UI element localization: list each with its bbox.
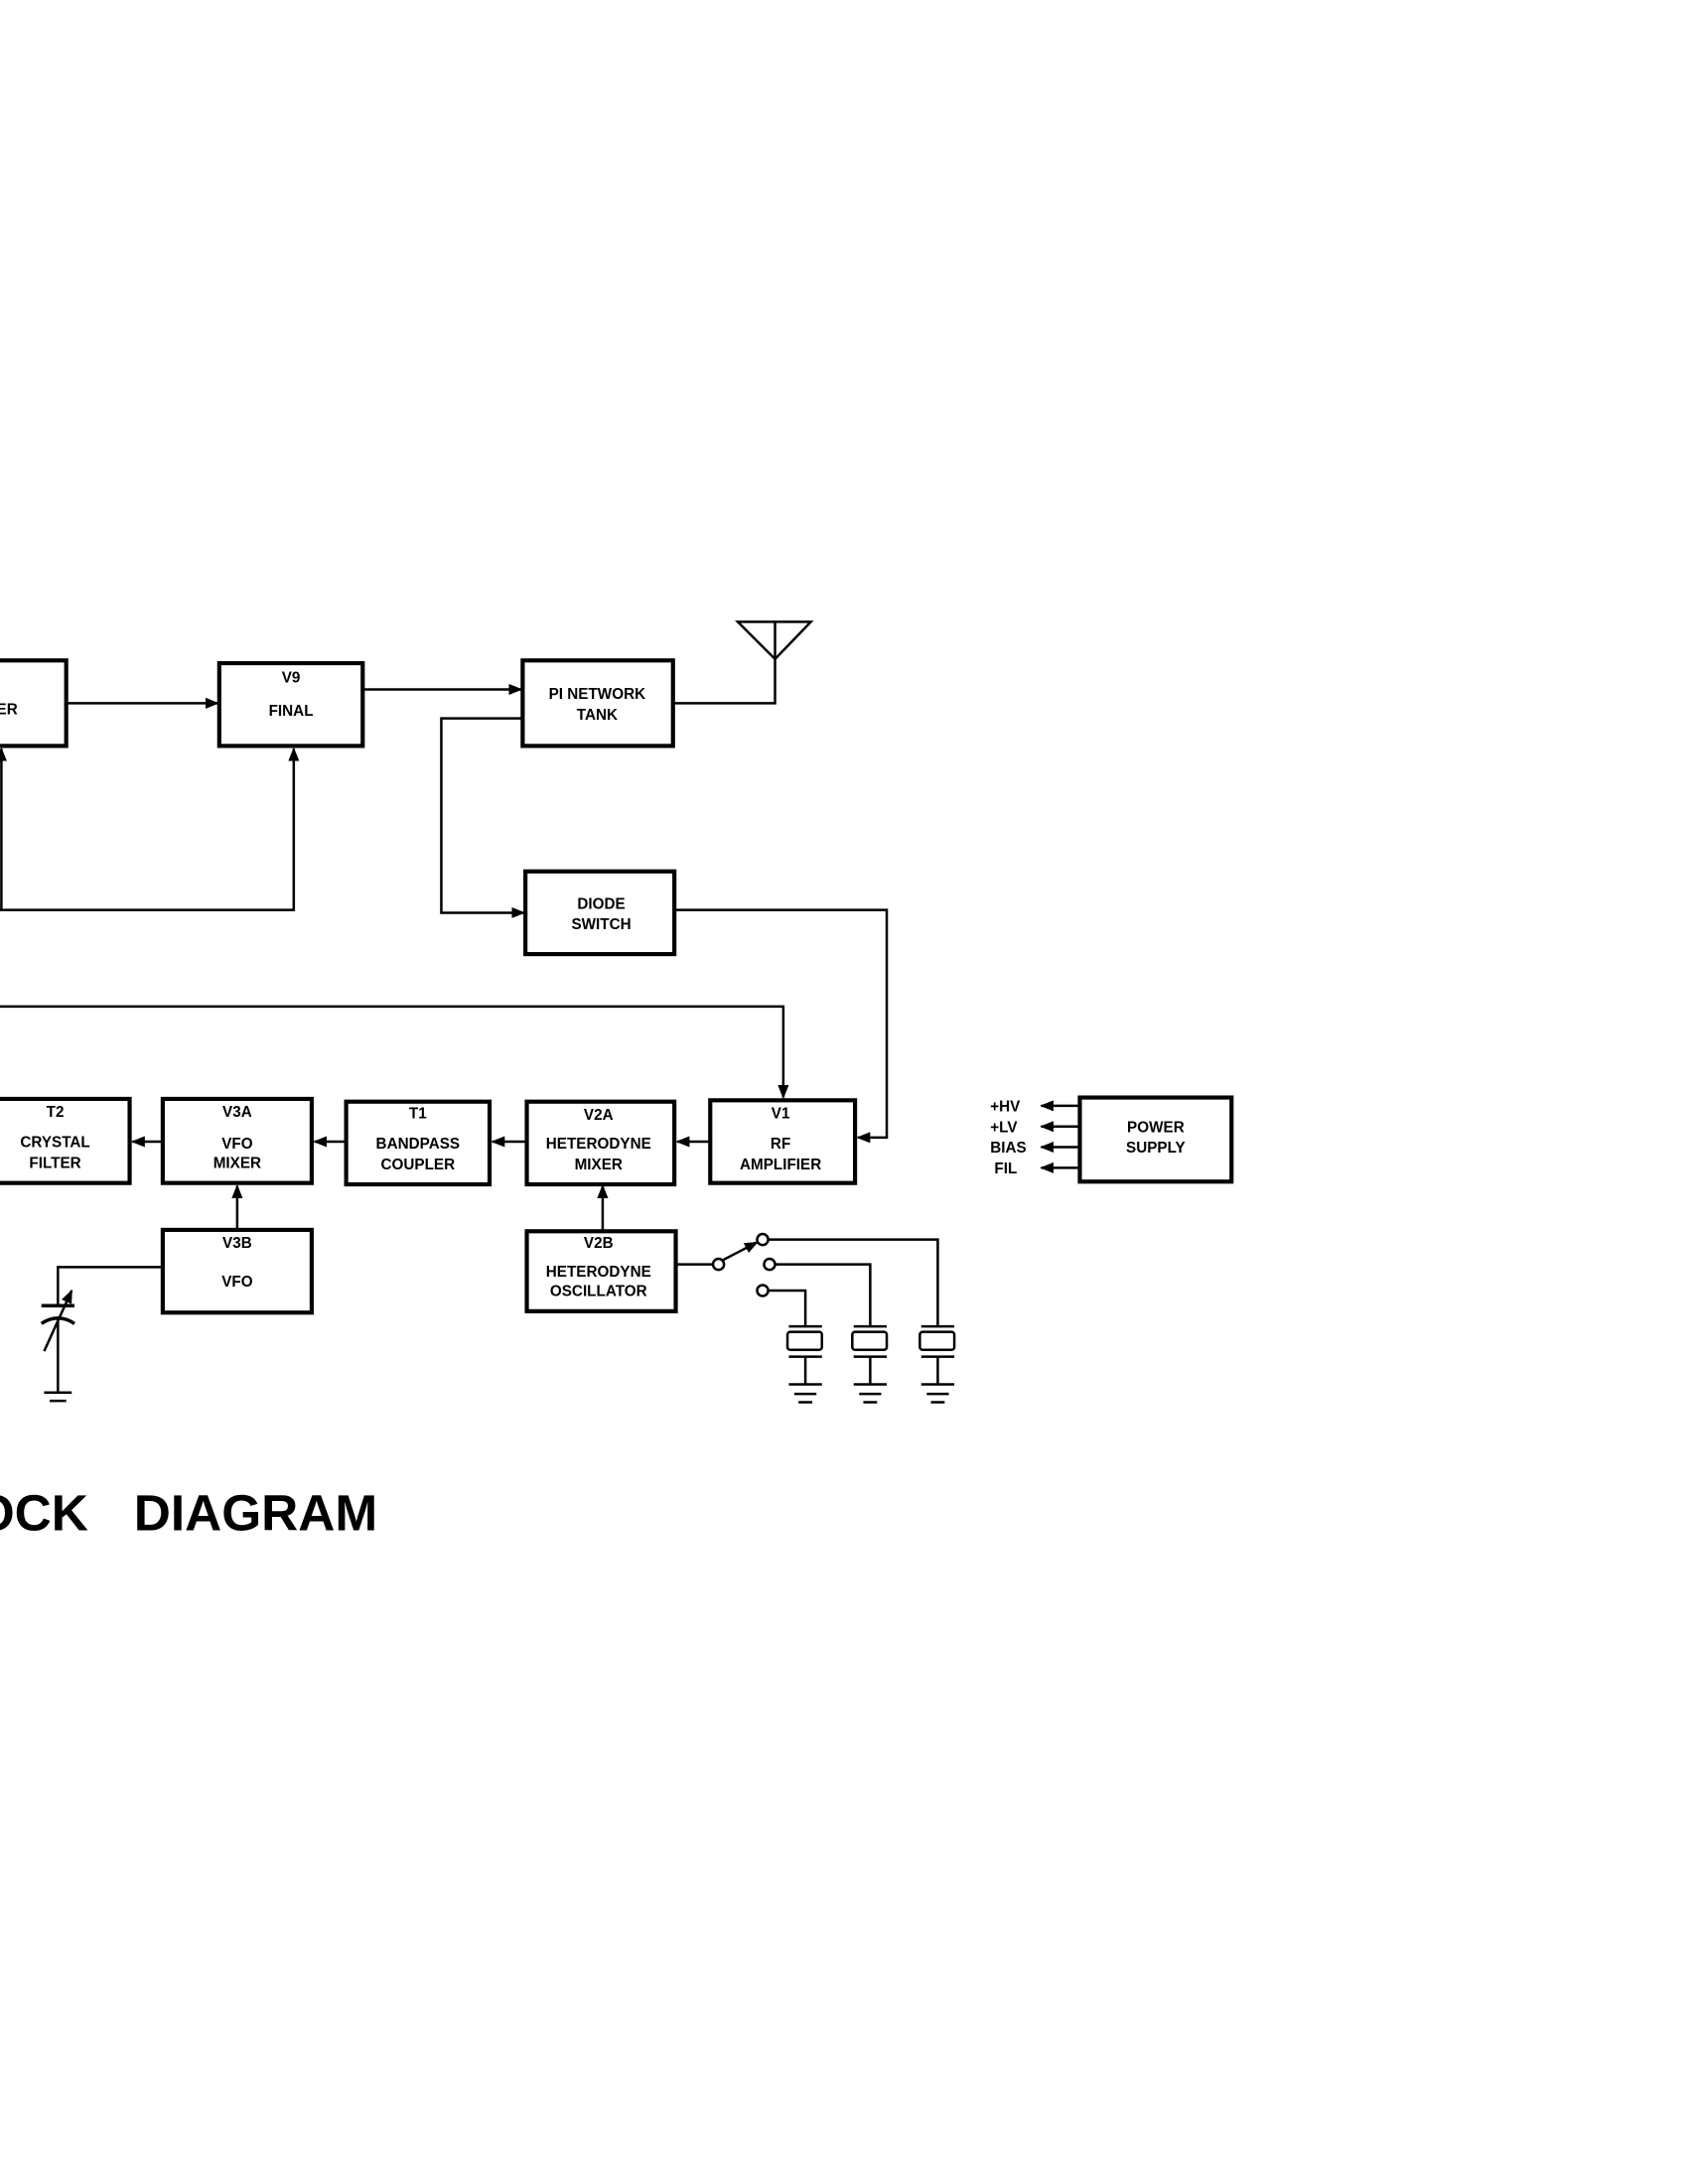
block-label: CRYSTAL [20, 1135, 89, 1152]
block-id: V2B [584, 1235, 614, 1252]
block-vfo: V3B VFO [160, 1227, 314, 1315]
block-id: T1 [409, 1105, 427, 1122]
block-label: HETERODYNE [546, 1136, 651, 1153]
crystal-2-icon [851, 1324, 889, 1404]
crystal-3-icon [918, 1324, 956, 1404]
block-label: AMPLIFIER [740, 1157, 821, 1173]
block-vfo-mixer: V3A VFO MIXER [160, 1096, 314, 1185]
block-bandpass-coupler: T1 BANDPASS COUPLER [344, 1099, 492, 1187]
title-word-2: DIAGRAM [134, 1484, 377, 1542]
crystal-1-icon [785, 1324, 824, 1404]
block-label: COUPLER [381, 1157, 456, 1173]
block-id: V3A [222, 1104, 252, 1121]
block-crystal-filter: T2 CRYSTAL FILTER [0, 1096, 132, 1185]
block-label: FINAL [269, 703, 314, 720]
block-id: V9 [282, 670, 301, 687]
block-label: DIODE [577, 895, 625, 912]
block-id: T2 [47, 1104, 65, 1121]
block-label: TANK [577, 707, 618, 724]
antenna-icon [672, 620, 814, 705]
block-driver: V8 DRIVER [0, 658, 69, 749]
block-label: VFO [221, 1136, 253, 1153]
block-label: MIXER [213, 1155, 261, 1171]
ground-icon [44, 1391, 72, 1403]
block-label: OSCILLATOR [550, 1284, 647, 1300]
block-id: V2A [584, 1107, 614, 1124]
block-label: SUPPLY [1126, 1140, 1186, 1157]
block-diode-switch: DIODE SWITCH [523, 869, 677, 957]
block-label: PI NETWORK [549, 686, 646, 703]
pi-to-diode-line [440, 717, 526, 918]
title-word-1: BLOCK [0, 1484, 88, 1542]
block-id: V1 [772, 1105, 790, 1122]
crystal-selector-switch [675, 1232, 939, 1327]
block-rf-amplifier: V1 RF AMPLIFIER [708, 1098, 858, 1185]
block-power-supply: POWER SUPPLY +HV +LV BIAS FIL [990, 1095, 1234, 1184]
block-label: POWER [1127, 1119, 1185, 1136]
block-final: V9 FINAL [216, 660, 365, 749]
block-heterodyne-mixer: V2A HETERODYNE MIXER [524, 1099, 677, 1187]
block-label: SWITCH [571, 916, 631, 933]
block-label: DRIVER [0, 701, 18, 718]
block-label: FILTER [29, 1155, 80, 1171]
output-fil-label: FIL [994, 1160, 1017, 1177]
output-lv-label: +LV [990, 1119, 1018, 1136]
bias-to-final-line [0, 747, 300, 911]
output-bias-label: BIAS [990, 1140, 1026, 1157]
block-label: HETERODYNE [546, 1264, 651, 1281]
block-label: RF [771, 1136, 790, 1153]
block-id: V3B [222, 1235, 252, 1252]
diode-to-rf-line [674, 908, 889, 1144]
signal-lines [0, 683, 889, 1232]
block-label: VFO [221, 1274, 253, 1291]
block-label: MIXER [575, 1157, 623, 1173]
block-pi-network-tank: PI NETWORK TANK [520, 658, 675, 749]
variable-capacitor-icon [40, 1266, 163, 1393]
block-heterodyne-oscillator: V2B HETERODYNE OSCILLATOR [524, 1229, 678, 1313]
block-label: BANDPASS [376, 1136, 461, 1153]
feed-to-rf-line [0, 1005, 789, 1099]
output-hv-label: +HV [990, 1098, 1021, 1115]
